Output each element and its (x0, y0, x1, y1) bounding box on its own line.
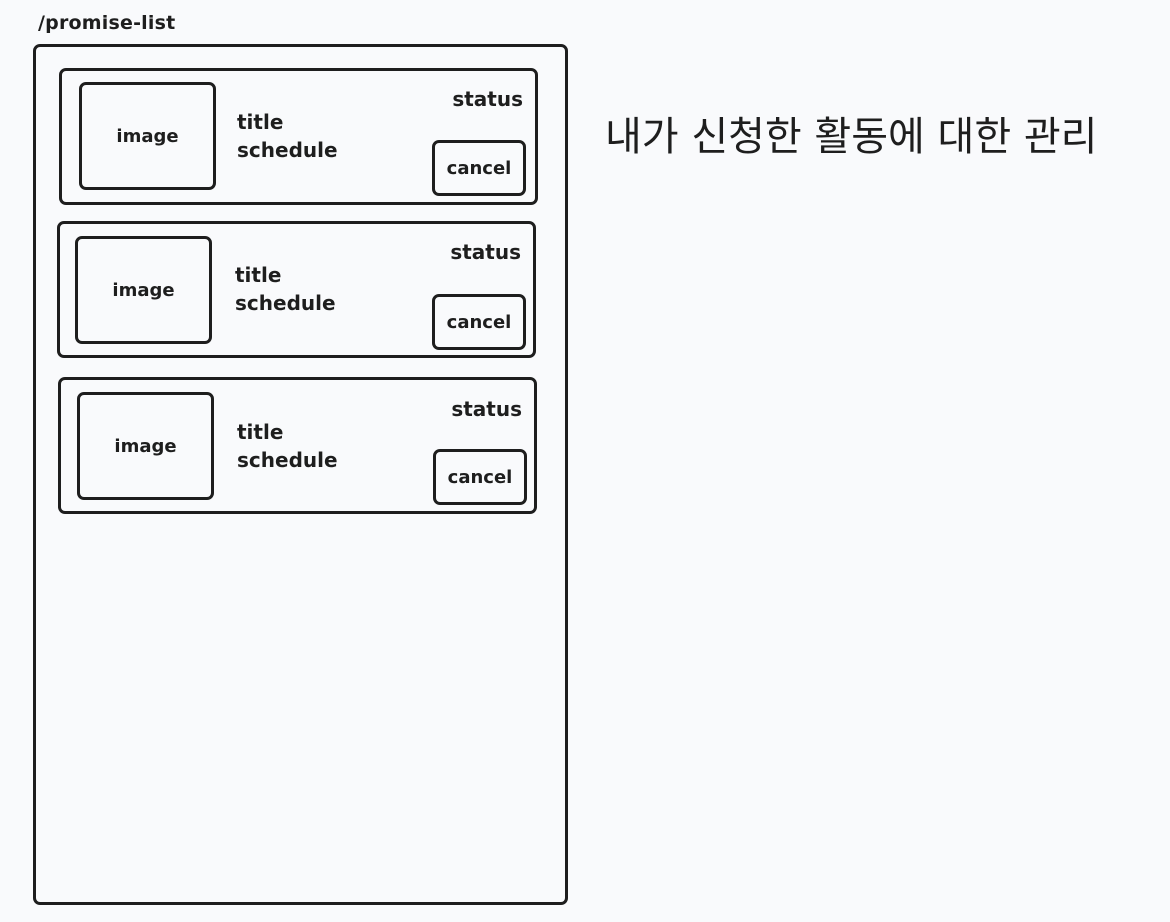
card-title: title (237, 110, 284, 134)
cancel-button[interactable]: cancel (432, 140, 526, 196)
promise-card[interactable]: image title schedule status cancel (58, 377, 537, 514)
card-title: title (235, 263, 282, 287)
cancel-button[interactable]: cancel (433, 449, 527, 505)
route-label: /promise-list (38, 12, 176, 34)
promise-list-frame (33, 44, 568, 905)
card-image-placeholder: image (75, 236, 212, 344)
card-title: title (237, 420, 284, 444)
card-image-placeholder: image (77, 392, 214, 500)
card-schedule: schedule (237, 138, 338, 162)
card-status: status (450, 240, 521, 264)
card-image-placeholder: image (79, 82, 216, 190)
annotation-note: 내가 신청한 활동에 대한 관리 (605, 114, 1098, 160)
card-schedule: schedule (235, 291, 336, 315)
card-schedule: schedule (237, 448, 338, 472)
cancel-button[interactable]: cancel (432, 294, 526, 350)
card-status: status (451, 397, 522, 421)
card-status: status (452, 87, 523, 111)
promise-card[interactable]: image title schedule status cancel (59, 68, 538, 205)
promise-card[interactable]: image title schedule status cancel (57, 221, 536, 358)
